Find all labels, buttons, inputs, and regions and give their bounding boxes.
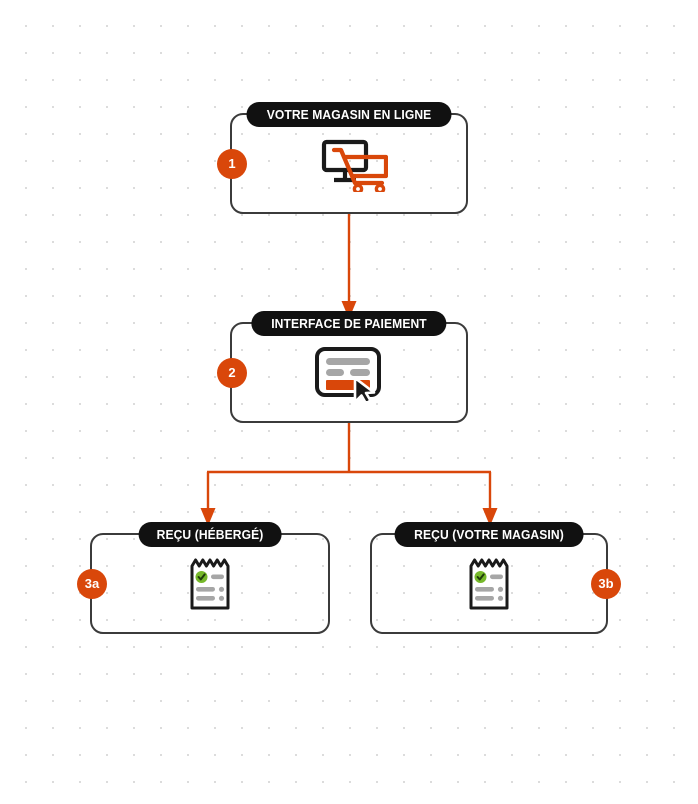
node-receipt-store-title-text: REÇU (VOTRE MAGASIN) — [414, 527, 564, 542]
node-store-title-text: VOTRE MAGASIN EN LIGNE — [266, 107, 432, 122]
node-receipt-store-badge: 3b — [591, 568, 621, 599]
node-receipt-hosted[interactable]: REÇU (HÉBERGÉ) 3a — [77, 522, 330, 634]
node-payment-title: INTERFACE DE PAIEMENT — [251, 311, 447, 336]
node-receipt-hosted-title: REÇU (HÉBERGÉ) — [138, 522, 282, 547]
node-payment[interactable]: INTERFACE DE PAIEMENT 2 — [217, 311, 468, 423]
node-payment-badge: 2 — [217, 357, 247, 388]
node-receipt-store-title: REÇU (VOTRE MAGASIN) — [394, 522, 584, 547]
receipt-check-icon — [187, 556, 233, 612]
node-payment-title-text: INTERFACE DE PAIEMENT — [271, 316, 427, 331]
node-receipt-hosted-title-text: REÇU (HÉBERGÉ) — [156, 527, 264, 542]
node-receipt-hosted-badge: 3a — [77, 568, 107, 599]
receipt-check-icon — [466, 556, 512, 612]
node-receipt-store[interactable]: REÇU (VOTRE MAGASIN) 3b — [370, 522, 621, 634]
monitor-shopping-cart-icon — [310, 136, 389, 194]
connector-payment-branch — [200, 423, 498, 526]
node-store[interactable]: VOTRE MAGASIN EN LIGNE 1 — [217, 102, 468, 214]
payment-card-cursor-icon — [313, 345, 385, 405]
node-store-badge: 1 — [217, 148, 247, 179]
node-store-title: VOTRE MAGASIN EN LIGNE — [246, 102, 452, 127]
connector-store-to-payment — [341, 214, 357, 319]
